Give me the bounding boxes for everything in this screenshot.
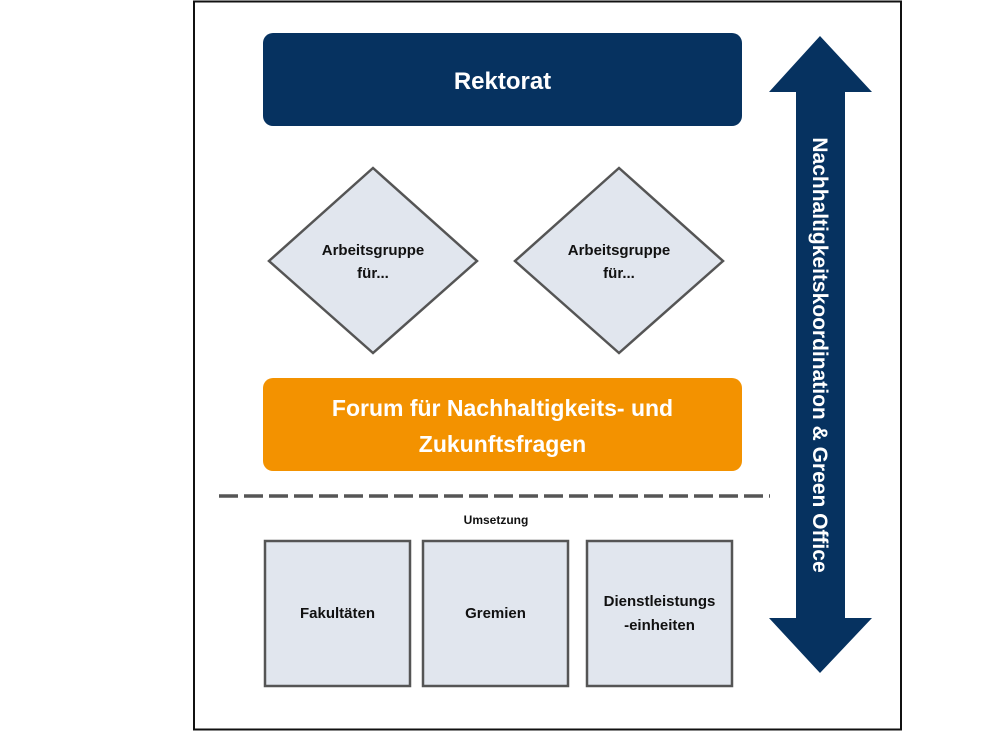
unit-fakultaeten: Fakultäten: [263, 539, 412, 688]
working-group-2-line-2: für...: [603, 265, 635, 282]
rektorat-label: Rektorat: [454, 68, 551, 95]
unit-fakultaeten-label: Fakultäten: [300, 605, 375, 622]
unit-gremien: Gremien: [421, 539, 570, 688]
working-group-2-line-1: Arbeitsgruppe: [568, 242, 671, 259]
working-group-2: Arbeitsgruppe für...: [513, 166, 725, 355]
forum-line-1: Forum für Nachhaltigkeits- und: [332, 395, 673, 421]
working-group-1: Arbeitsgruppe für...: [267, 166, 479, 355]
unit-dienstleistungseinheiten: Dienstleistungs -einheiten: [585, 539, 734, 688]
unit-dienstleistungseinheiten-line-1: Dienstleistungs: [604, 593, 716, 610]
rektorat-box: Rektorat: [263, 33, 742, 126]
working-group-1-line-1: Arbeitsgruppe: [322, 242, 425, 259]
unit-gremien-label: Gremien: [465, 605, 526, 622]
forum-line-2: Zukunftsfragen: [419, 431, 586, 457]
implementation-label: Umsetzung: [464, 513, 529, 527]
bidirectional-arrow: Nachhaltigkeitskoordination & Green Offi…: [769, 36, 872, 673]
side-arrow-label: Nachhaltigkeitskoordination & Green Offi…: [808, 137, 831, 572]
forum-box: Forum für Nachhaltigkeits- und Zukunftsf…: [263, 378, 742, 471]
double-arrow-icon: [769, 36, 872, 673]
working-group-1-line-2: für...: [357, 265, 389, 282]
unit-dienstleistungseinheiten-line-2: -einheiten: [624, 617, 695, 634]
